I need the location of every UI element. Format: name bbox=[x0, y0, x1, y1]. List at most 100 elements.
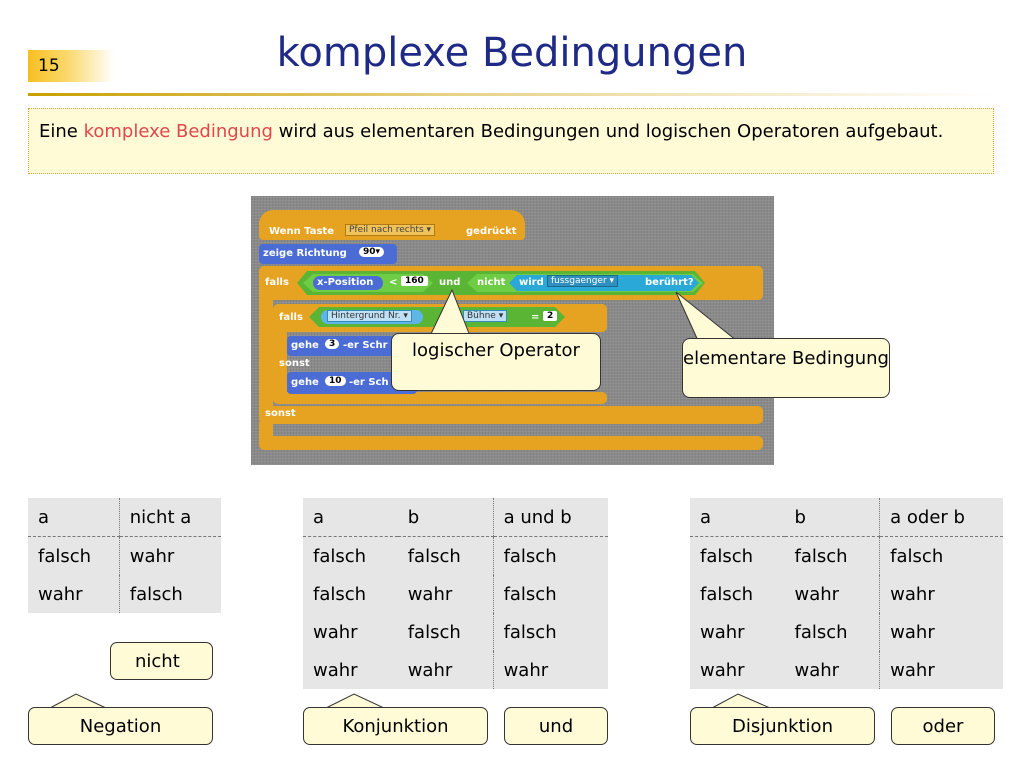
table-cell: falsch bbox=[313, 583, 367, 605]
else-outer-label: sonst bbox=[265, 408, 296, 419]
table-cell: wahr bbox=[407, 659, 453, 681]
table-cell: wahr bbox=[313, 659, 358, 681]
table-cell: falsch bbox=[407, 621, 461, 643]
stage-dropdown: Bühne ▾ bbox=[463, 310, 508, 322]
table-cell: wahr bbox=[794, 583, 840, 605]
table-cell: falsch bbox=[118, 575, 221, 613]
table-cell: wahr bbox=[313, 621, 358, 643]
table-header-row: a b a oder b bbox=[690, 498, 1003, 537]
table-row: wahr falsch falsch bbox=[303, 613, 608, 651]
else-inner-label: sonst bbox=[279, 358, 310, 369]
direction-label: zeige Richtung bbox=[263, 248, 347, 259]
table-header-row: a b a und b bbox=[303, 498, 608, 537]
direction-number: 90 bbox=[363, 247, 376, 257]
and-label: und bbox=[439, 277, 461, 288]
table-cell: falsch bbox=[879, 536, 1003, 575]
slide-number: 15 bbox=[38, 56, 60, 76]
title-divider bbox=[28, 93, 996, 96]
key-dropdown-value: Pfeil nach rechts bbox=[349, 225, 424, 235]
table-row: wahr wahr wahr bbox=[303, 651, 608, 689]
intro-text-before: Eine bbox=[39, 121, 84, 142]
key-dropdown: Pfeil nach rechts ▾ bbox=[345, 224, 436, 236]
move-block-2 bbox=[287, 372, 417, 394]
x-position-reporter bbox=[313, 276, 383, 290]
table-cell: wahr bbox=[38, 583, 83, 605]
negation-tag-pointer bbox=[49, 693, 107, 709]
table-header-cell: b bbox=[397, 498, 494, 537]
table-cell: falsch bbox=[794, 621, 848, 643]
table-cell: wahr bbox=[492, 651, 608, 689]
outer-else-bar bbox=[259, 406, 763, 424]
table-header-cell: a und b bbox=[492, 498, 608, 537]
und-tag: und bbox=[504, 707, 608, 745]
hat-suffix: gedrückt bbox=[466, 226, 517, 237]
equals-symbol: = bbox=[531, 312, 540, 323]
direction-value: 90▾ bbox=[359, 247, 385, 257]
move-block-1 bbox=[287, 336, 417, 356]
stage-label: Bühne bbox=[467, 311, 496, 321]
hat-label: Wenn Taste bbox=[269, 226, 334, 237]
table-row: wahr wahr wahr bbox=[690, 651, 1003, 689]
table-cell: wahr bbox=[118, 536, 221, 575]
table-cell: wahr bbox=[700, 659, 745, 681]
backdrop-dropdown: Hintergrund Nr. ▾ bbox=[327, 310, 412, 322]
intro-highlight: komplexe Bedingung bbox=[83, 121, 273, 142]
touching-prefix: wird bbox=[519, 277, 544, 288]
logical-operator-text: logischer Operator bbox=[412, 340, 580, 361]
oder-tag: oder bbox=[891, 707, 995, 745]
konjunktion-tag: Konjunktion bbox=[303, 707, 488, 745]
table-cell: falsch bbox=[407, 545, 461, 567]
table-cell: wahr bbox=[879, 651, 1003, 689]
table-header-cell: a bbox=[28, 498, 120, 537]
table-header-cell: a bbox=[303, 498, 398, 537]
intro-note: Eine komplexe Bedingung wird aus element… bbox=[28, 108, 994, 174]
scratch-script-image: Wenn Taste Pfeil nach rechts ▾ gedrückt … bbox=[251, 196, 774, 465]
backdrop-value: 2 bbox=[543, 311, 558, 321]
table-cell: wahr bbox=[879, 613, 1003, 651]
table-row: wahr falsch bbox=[28, 575, 221, 613]
truth-table-not: a nicht a falsch wahr wahr falsch bbox=[28, 498, 221, 613]
move-suffix-2: -er Sch bbox=[349, 377, 389, 388]
table-cell: falsch bbox=[700, 545, 754, 567]
move-label-1: gehe bbox=[291, 340, 319, 351]
outer-else-arm bbox=[259, 422, 273, 440]
move-suffix-1: -er Schr bbox=[343, 340, 388, 351]
page-title: komplexe Bedingungen bbox=[276, 30, 748, 76]
inner-if-arm bbox=[273, 326, 287, 398]
operator-callout-pointer bbox=[429, 288, 471, 337]
lt-symbol: < bbox=[389, 277, 398, 288]
disjunktion-tag-pointer bbox=[711, 693, 771, 709]
table-header-cell: nicht a bbox=[118, 498, 221, 537]
move-value-1: 3 bbox=[325, 339, 340, 349]
table-cell: wahr bbox=[407, 583, 453, 605]
table-cell: falsch bbox=[700, 583, 754, 605]
table-row: falsch wahr bbox=[28, 536, 221, 575]
table-cell: falsch bbox=[313, 545, 367, 567]
konjunktion-tag-pointer bbox=[325, 693, 385, 709]
not-label: nicht bbox=[477, 277, 506, 288]
x-value: 160 bbox=[401, 276, 428, 286]
sprite-value: fussgaenger bbox=[551, 276, 607, 286]
move-label-2: gehe bbox=[291, 377, 319, 388]
if-label: falls bbox=[265, 277, 289, 288]
table-cell: falsch bbox=[794, 545, 848, 567]
table-cell: falsch bbox=[38, 545, 92, 567]
logical-operator-callout: logischer Operator bbox=[391, 333, 601, 391]
table-row: falsch wahr falsch bbox=[303, 575, 608, 613]
table-header-row: a nicht a bbox=[28, 498, 221, 537]
table-header-cell: a bbox=[690, 498, 785, 537]
table-row: wahr falsch wahr bbox=[690, 613, 1003, 651]
backdrop-label: Hintergrund Nr. bbox=[331, 311, 401, 321]
elementary-condition-text: elementare Bedingung bbox=[683, 348, 889, 369]
table-cell: falsch bbox=[492, 613, 608, 651]
table-cell: falsch bbox=[492, 536, 608, 575]
table-row: falsch falsch falsch bbox=[303, 536, 608, 575]
table-cell: falsch bbox=[492, 575, 608, 613]
move-value-2: 10 bbox=[325, 376, 346, 386]
table-row: falsch falsch falsch bbox=[690, 536, 1003, 575]
inner-if-label: falls bbox=[279, 312, 303, 323]
x-position-label: x-Position bbox=[317, 277, 374, 288]
table-cell: wahr bbox=[879, 575, 1003, 613]
nicht-tag: nicht bbox=[110, 642, 213, 680]
